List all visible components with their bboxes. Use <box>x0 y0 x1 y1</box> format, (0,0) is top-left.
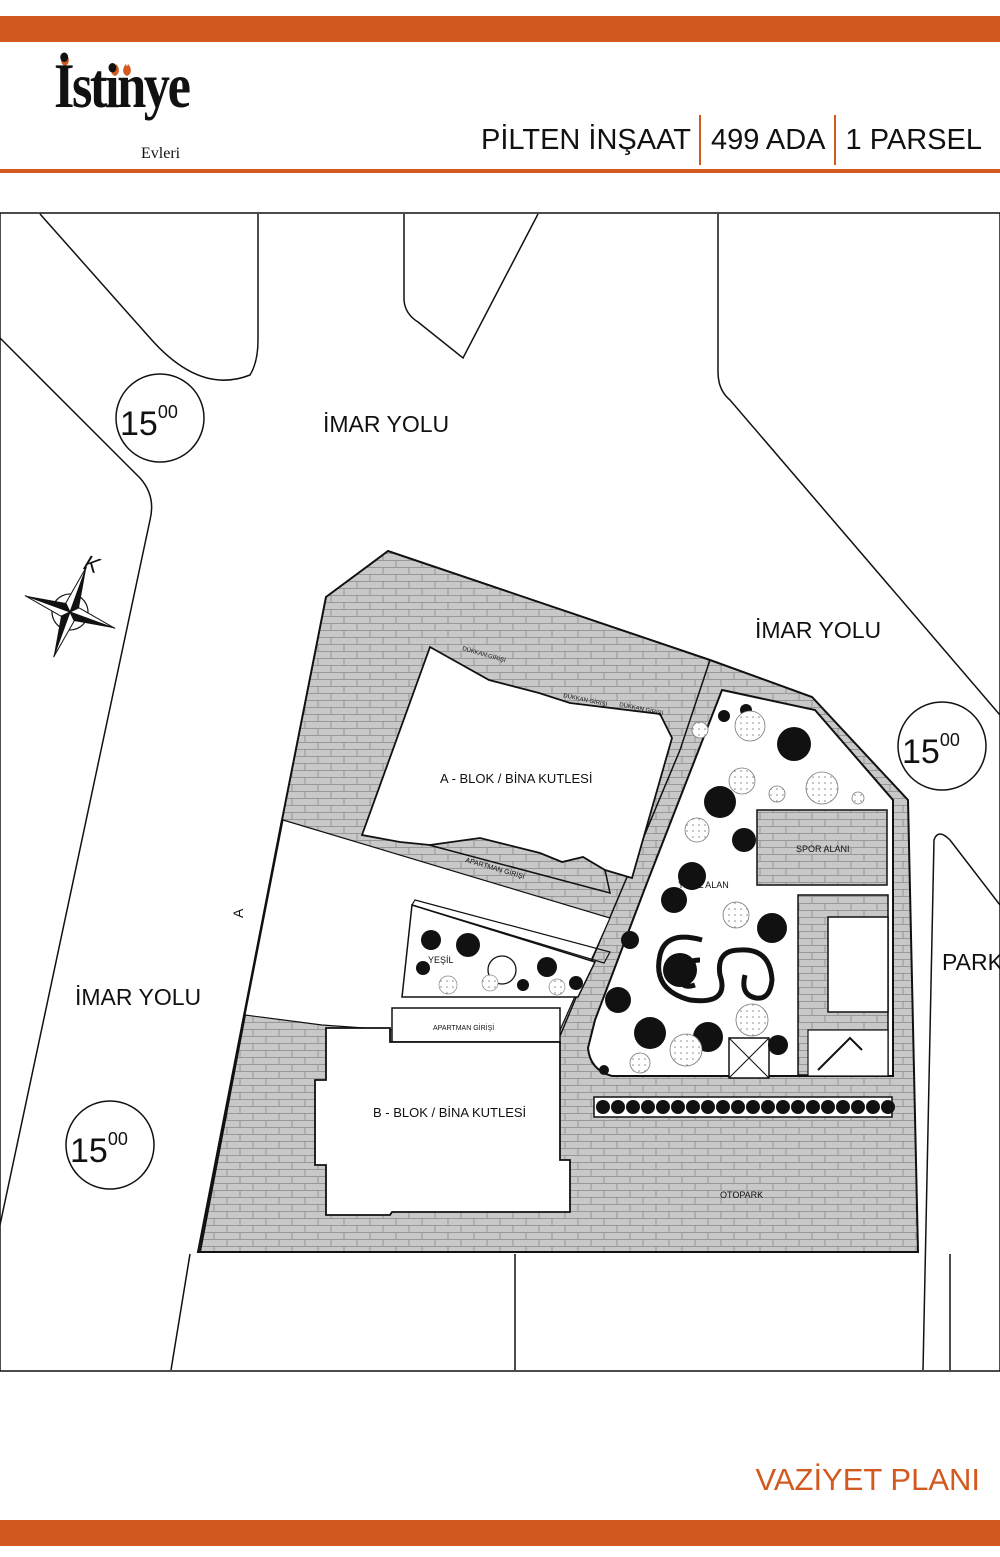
section-label: A <box>230 908 246 918</box>
hedge-shrub <box>626 1100 640 1114</box>
istinye-logo: İstinye Evleri <box>50 50 240 170</box>
hedge-shrub <box>881 1100 895 1114</box>
road-width-marker: 1500 <box>115 373 205 463</box>
hedge-shrub <box>611 1100 625 1114</box>
trees-dark <box>599 704 811 1075</box>
hedge-shrub <box>701 1100 715 1114</box>
hedge-shrub <box>761 1100 775 1114</box>
hedge-shrub <box>821 1100 835 1114</box>
hedge-shrub <box>836 1100 850 1114</box>
project-info: PİLTEN İNŞAAT 499 ADA 1 PARSEL <box>481 114 982 166</box>
hedge-shrub <box>716 1100 730 1114</box>
hedge-shrub <box>851 1100 865 1114</box>
bottom-accent-bar <box>0 1520 1000 1546</box>
road-label: İMAR YOLU <box>323 411 449 437</box>
header-underline <box>0 169 1000 173</box>
hedge-shrub <box>806 1100 820 1114</box>
parsel-number: 1 PARSEL <box>845 123 982 156</box>
green-small-label: YEŞİL <box>428 955 454 965</box>
site-plan: 1500 1500 1500 K İMAR YOLU İMAR YOLU İMA… <box>0 212 1000 1372</box>
hedge-shrub <box>746 1100 760 1114</box>
road-label: İMAR YOLU <box>75 984 201 1010</box>
north-arrow-icon <box>24 566 116 658</box>
hedge-shrub <box>596 1100 610 1114</box>
hedge-shrub <box>656 1100 670 1114</box>
sport-area <box>756 809 888 886</box>
parking-label: OTOPARK <box>720 1190 763 1200</box>
trees-small <box>416 930 583 991</box>
svg-text:1500: 1500 <box>902 730 960 771</box>
divider <box>833 115 836 165</box>
tulip-icon <box>61 54 131 76</box>
svg-text:1500: 1500 <box>120 402 178 443</box>
hedge-shrub <box>641 1100 655 1114</box>
apartment-entrance-label: APARTMAN GİRİŞİ <box>433 1023 494 1032</box>
divider <box>699 115 702 165</box>
sport-area-label: SPOR ALANI <box>796 844 850 854</box>
road-boundaries <box>0 213 1000 1371</box>
hedge-shrub <box>866 1100 880 1114</box>
hedge-shrub <box>776 1100 790 1114</box>
block-a <box>360 645 673 880</box>
svg-text:1500: 1500 <box>70 1129 128 1170</box>
trees-light <box>629 710 865 1074</box>
hedge-shrub <box>686 1100 700 1114</box>
hedge-shrub <box>791 1100 805 1114</box>
block-b-label: B - BLOK / BİNA KUTLESİ <box>373 1105 526 1120</box>
block-a-label: A - BLOK / BİNA KUTLESİ <box>440 771 592 786</box>
plan-title: VAZİYET PLANI <box>755 1462 980 1497</box>
block-b <box>314 1027 571 1216</box>
hedge-shrub <box>731 1100 745 1114</box>
road-width-marker: 1500 <box>897 701 987 791</box>
park-label: PARK <box>942 949 1000 975</box>
top-accent-bar <box>0 16 1000 42</box>
green-area-label: YEŞİL ALAN <box>678 880 729 890</box>
logo-wordmark: İstinye <box>54 50 191 121</box>
ada-number: 499 ADA <box>711 123 826 156</box>
hedge-shrub <box>671 1100 685 1114</box>
company-name: PİLTEN İNŞAAT <box>481 123 692 156</box>
road-width-marker: 1500 <box>65 1100 155 1190</box>
road-label: İMAR YOLU <box>755 617 881 643</box>
logo-subtitle: Evleri <box>141 145 181 162</box>
